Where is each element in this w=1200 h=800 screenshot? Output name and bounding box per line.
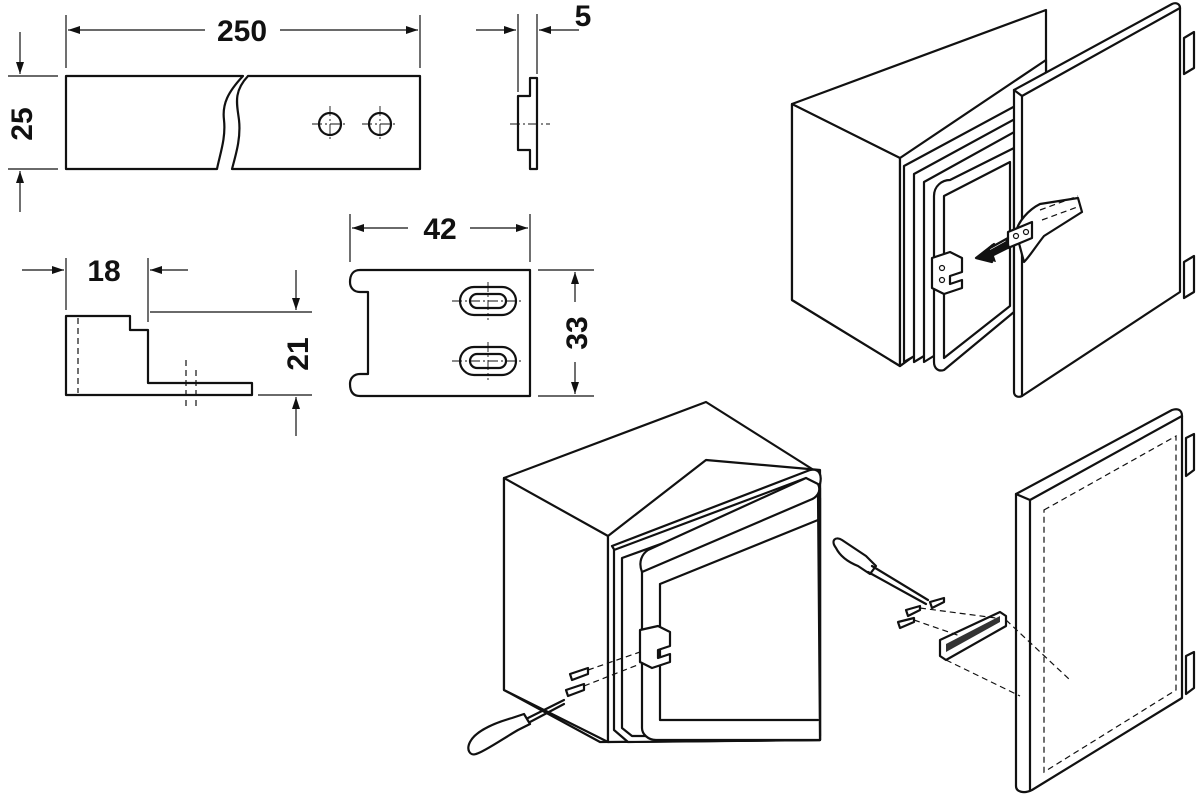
profile-depth-label: 18 <box>87 255 120 288</box>
slotted-hole <box>452 282 524 320</box>
cabinet-mounting-illustration <box>467 400 1196 794</box>
dimension-rail-length: 250 <box>65 15 421 68</box>
screwdriver <box>832 537 930 606</box>
bracket-profile-view <box>64 314 254 408</box>
bracket-height-label: 33 <box>561 316 594 349</box>
profile-height-label: 21 <box>282 337 315 370</box>
dimension-rail-thickness: 5 <box>476 0 591 92</box>
dimension-bracket-height: 33 <box>538 269 594 397</box>
screw-hole <box>312 106 348 142</box>
screw-hole <box>362 106 398 142</box>
dimension-profile-depth: 18 <box>22 255 188 322</box>
screw <box>896 616 961 637</box>
rail-thickness-label: 5 <box>575 0 592 33</box>
bracket-width-label: 42 <box>423 213 456 246</box>
screw <box>568 651 641 682</box>
screw <box>564 663 641 698</box>
rail-length-label: 250 <box>217 15 267 48</box>
rail-side-view <box>510 76 550 171</box>
screw <box>928 596 946 610</box>
screw <box>904 604 997 619</box>
screwdriver <box>467 698 566 756</box>
dimension-profile-height: 21 <box>150 270 315 436</box>
slotted-hole <box>452 342 524 380</box>
rail-height-label: 25 <box>6 107 39 140</box>
rail-front-view <box>64 74 422 171</box>
cabinet-door-attach-illustration <box>790 2 1196 398</box>
mounting-rail <box>938 610 1071 697</box>
dimension-bracket-width: 42 <box>349 213 531 262</box>
bracket-top-view <box>348 268 532 398</box>
dimension-rail-height: 25 <box>6 32 58 212</box>
